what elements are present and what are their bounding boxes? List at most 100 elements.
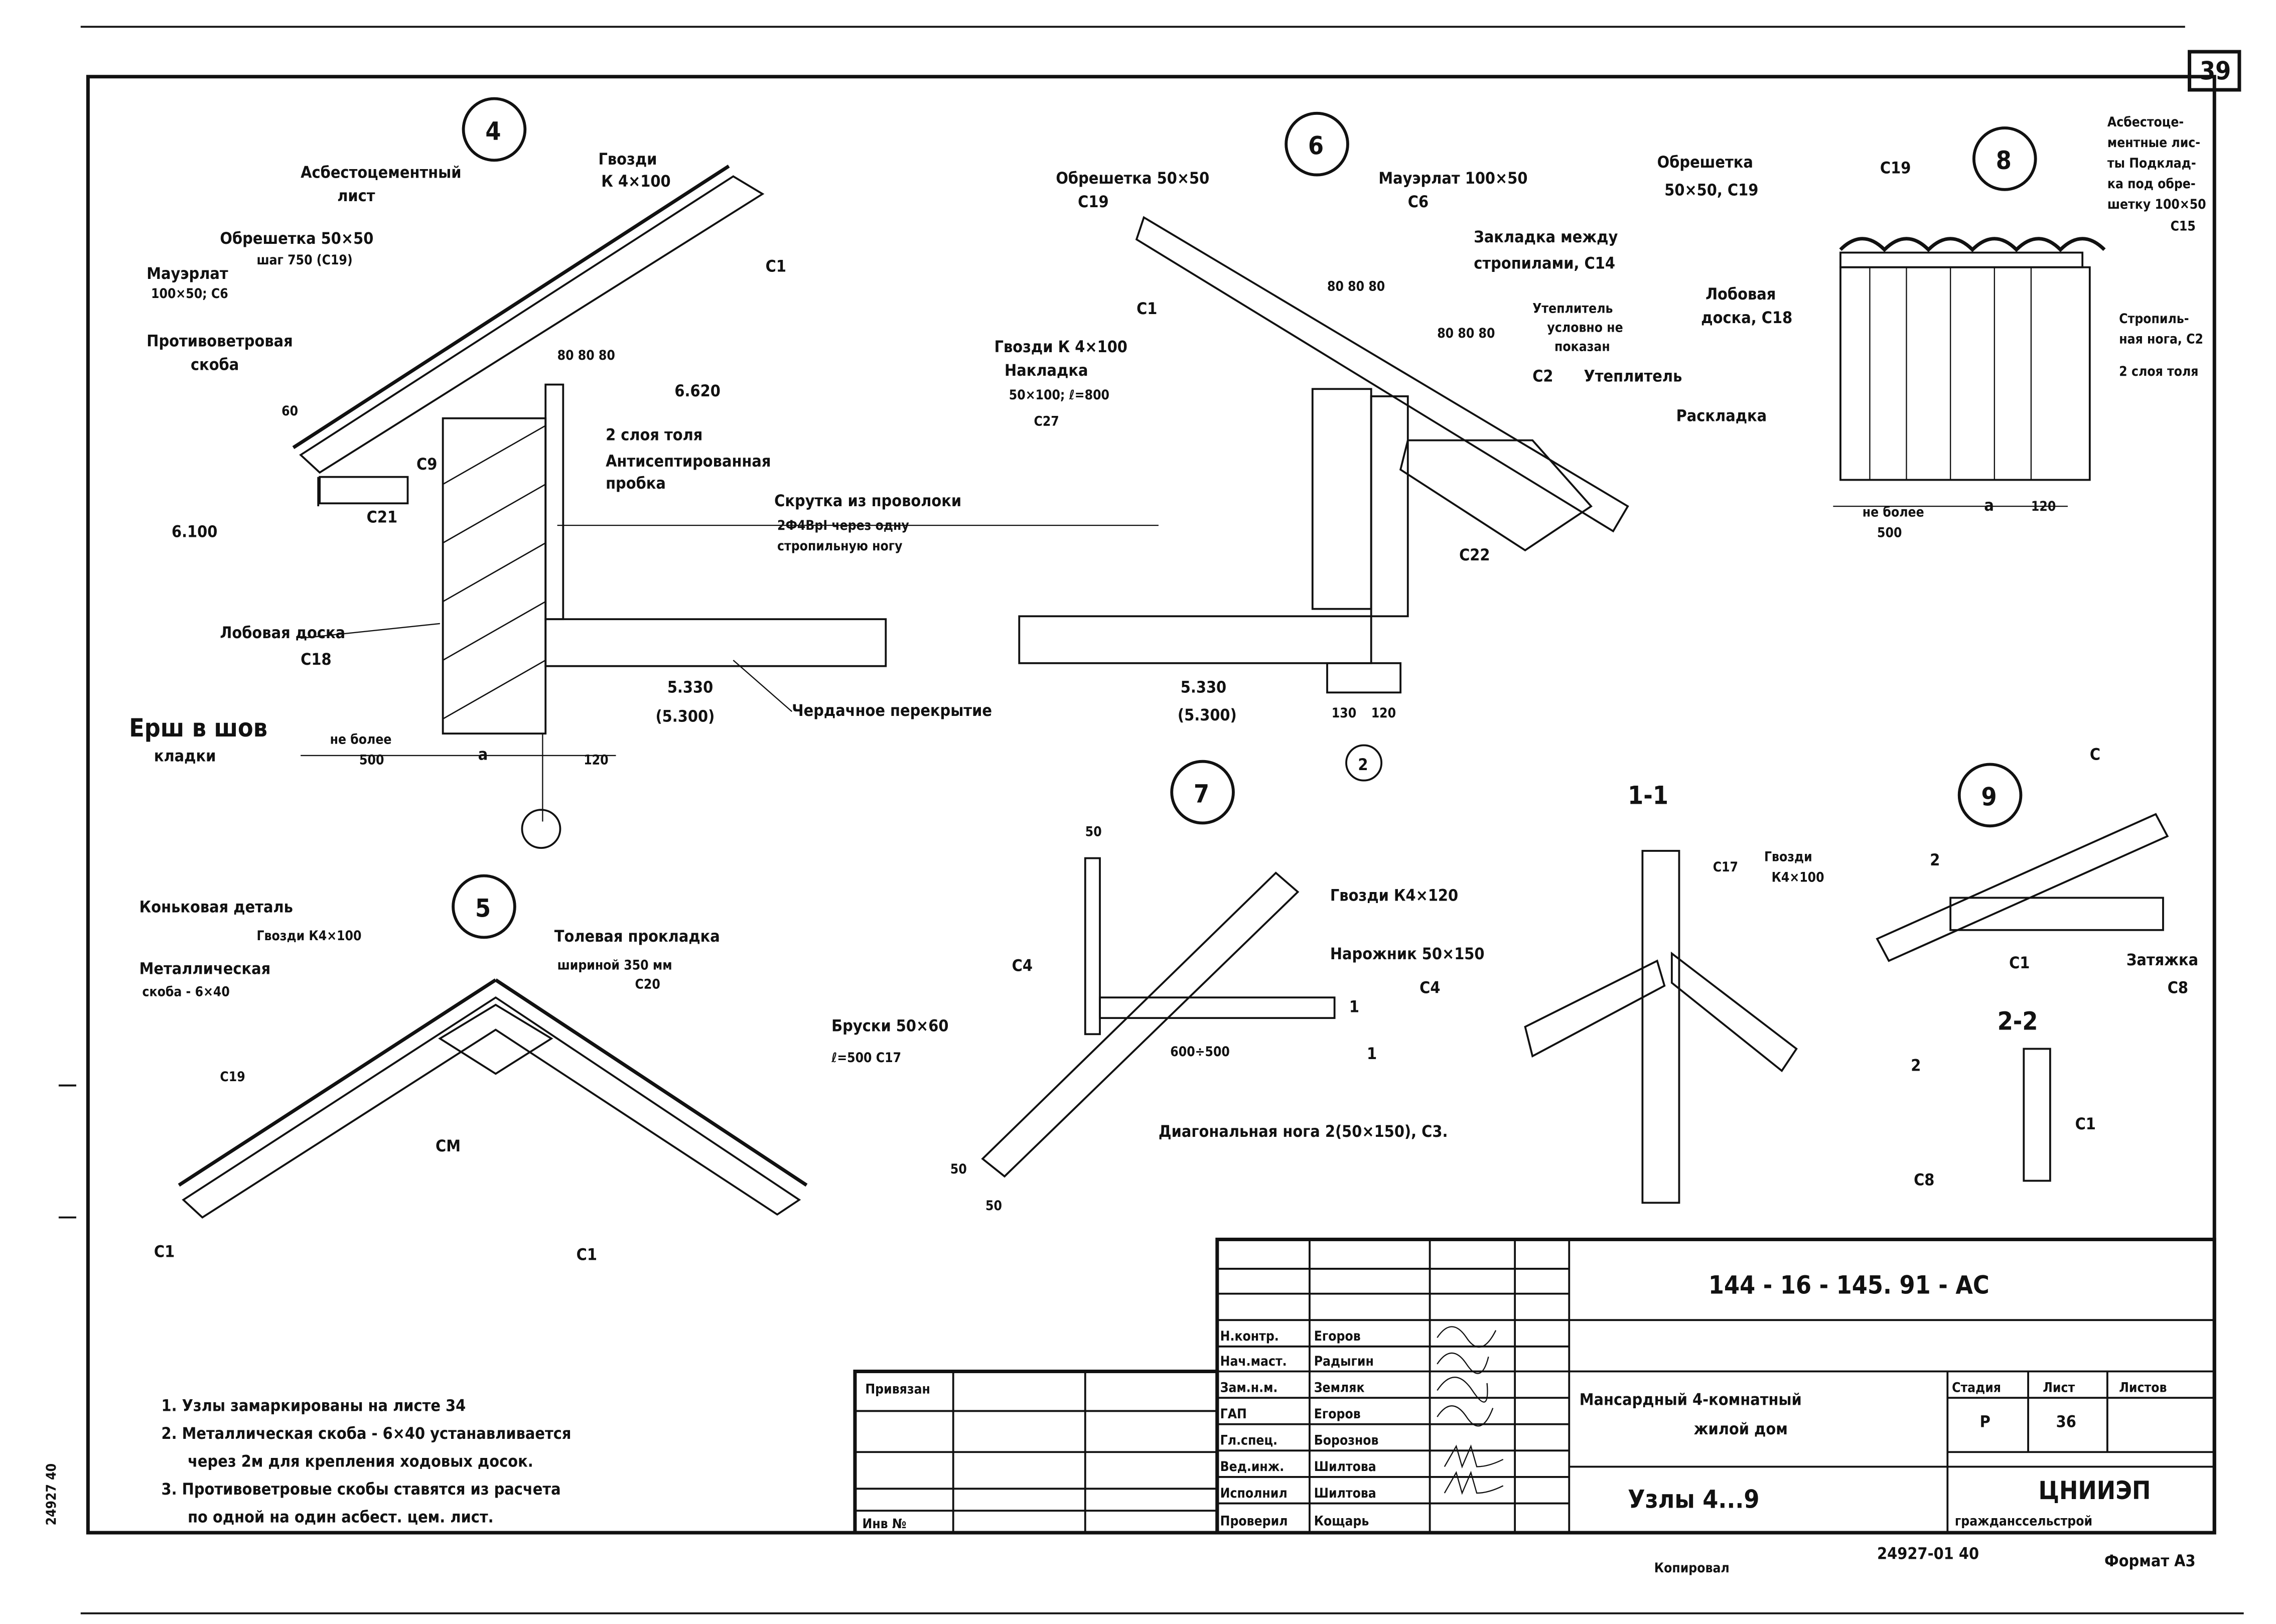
ridge-rafters (182, 996, 801, 1219)
label: Гвозди К 4×100 (994, 337, 1127, 356)
masonry-hatch (442, 425, 546, 720)
label: 50 (985, 1199, 1002, 1214)
staff-name: Радыгин (1314, 1354, 1374, 1369)
label: С9 (416, 455, 437, 474)
node-mark: 8 (1996, 146, 2012, 175)
general-notes: 1. Узлы замаркированы на листе 34 2. Мет… (161, 1396, 571, 1526)
node-8: 8 Обрешетка 50×50, С19 С19 Асбестоце- ме… (1657, 115, 2206, 540)
label: Обрешетка 50×50 (220, 229, 373, 248)
label: Гвозди К4×120 (1330, 885, 1458, 905)
label: Металлическая (139, 959, 271, 978)
label: 60 (281, 404, 298, 419)
asbestos-sheet (292, 165, 730, 450)
label: (5.300) (1178, 705, 1237, 724)
label: Накладка (1005, 361, 1088, 380)
staff-name: Шилтова (1314, 1459, 1376, 1474)
label: 5.330 (667, 677, 713, 696)
label: Гвозди К4×100 (256, 929, 361, 944)
insulated-wall (1311, 388, 1372, 610)
label: 1 (1349, 997, 1359, 1016)
label: Гвозди (1764, 849, 1812, 864)
staff-role: Зам.н.м. (1220, 1380, 1278, 1395)
label: 120 (2031, 499, 2056, 514)
label: 50×100; ℓ=800 (1009, 388, 1109, 403)
label: Обрешетка 50×50 (1056, 169, 1209, 188)
label: 500 (1877, 525, 1902, 540)
label: С19 (1880, 159, 1911, 178)
label: С15 (2171, 219, 2196, 234)
roof-slope (299, 175, 765, 474)
title-block: Привязан Инв № Н.контр. Егоров Нач.маст.… (853, 1237, 2216, 1576)
post (1641, 850, 1680, 1204)
label: Утеплитель (1584, 367, 1682, 386)
node-7: 7 50 Гвозди К4×120 С4 Нарожник 50×150 С4… (831, 760, 1485, 1214)
label: Антисептированная (606, 452, 771, 471)
label: стропилами, С14 (1474, 254, 1615, 273)
label: С1 (1136, 299, 1157, 318)
project-name: Мансардный 4-комнатный (1580, 1390, 1802, 1409)
label: СМ (436, 1136, 461, 1155)
label: 100×50; С6 (151, 286, 228, 302)
label: доска, С18 (1701, 308, 1792, 327)
label: 6.620 (674, 381, 720, 400)
node-mark: 6 (1308, 131, 1324, 161)
label: Коньковая деталь (139, 898, 293, 917)
label: С20 (635, 977, 660, 992)
label: С4 (1012, 956, 1033, 975)
label: 50 (950, 1162, 967, 1177)
label: С19 (1078, 192, 1108, 211)
label: К 4×100 (601, 172, 670, 191)
label: 600÷500 (1170, 1045, 1230, 1060)
label: Скрутка из проволоки (774, 491, 961, 510)
label: 2-2 (1998, 1007, 2038, 1036)
section-mark: 1-1 (1628, 781, 1668, 810)
label: ℓ=500 С17 (831, 1051, 901, 1066)
label: С1 (577, 1245, 597, 1264)
stage-value: Р (1980, 1412, 1990, 1431)
wall (1370, 395, 1409, 618)
label: С2 (1532, 367, 1553, 386)
staff-list: Н.контр. Егоров Нач.маст. Радыгин Зам.н.… (1220, 1329, 1379, 1529)
label: ментные лис- (2107, 135, 2200, 151)
label: 2 слоя толя (606, 425, 702, 445)
staff-role: Нач.маст. (1220, 1354, 1287, 1369)
label: С1 (154, 1242, 175, 1261)
insulation (1399, 439, 1593, 552)
node-mark-circle (462, 97, 527, 162)
label: ка под обре- (2107, 177, 2196, 192)
node-mark-circle (1972, 126, 2037, 191)
node-5: 5 Коньковая деталь Гвозди К4×100 Металли… (139, 874, 808, 1264)
sheet-format: Формат А3 (2104, 1551, 2196, 1570)
label: 500 (359, 753, 384, 768)
staff-name: Земляк (1314, 1380, 1365, 1395)
label: 1 (1367, 1044, 1377, 1063)
label: Обрешетка (1657, 153, 1753, 172)
label: а (478, 745, 488, 764)
staff-role: Гл.спец. (1220, 1433, 1277, 1448)
label: 130 (1332, 706, 1356, 721)
copied-label: Копировал (1654, 1561, 1730, 1576)
staff-name: Егоров (1314, 1407, 1361, 1422)
label: ная нога, С2 (2119, 332, 2203, 347)
label: Противоветровая (147, 332, 293, 351)
brace-left (1524, 959, 1666, 1058)
label: Гвозди (598, 150, 657, 169)
label: С27 (1034, 414, 1059, 429)
bound-label: Привязан (865, 1382, 930, 1397)
ridge-block (438, 1003, 553, 1075)
label: 50 (1085, 825, 1102, 840)
label: скоба (191, 355, 239, 374)
label: Ерш в шов (129, 713, 267, 743)
label: Стропиль- (2119, 312, 2189, 327)
label: 2Ф4ВрI через одну (777, 518, 909, 533)
label: С1 (2075, 1114, 2096, 1133)
brace-right (1670, 951, 1798, 1073)
label: 2 слоя толя (2119, 364, 2198, 379)
label: Диагональная нога 2(50×150), С3. (1159, 1122, 1448, 1141)
staff-name: Кощарь (1314, 1514, 1369, 1529)
node-4: 4 Асбестоцементный лист Гвозди К 4×100 О… (129, 97, 1159, 849)
label: Раскладка (1676, 406, 1767, 425)
board-joints (1869, 267, 2032, 480)
axis-mark: 2 (1358, 755, 1368, 774)
